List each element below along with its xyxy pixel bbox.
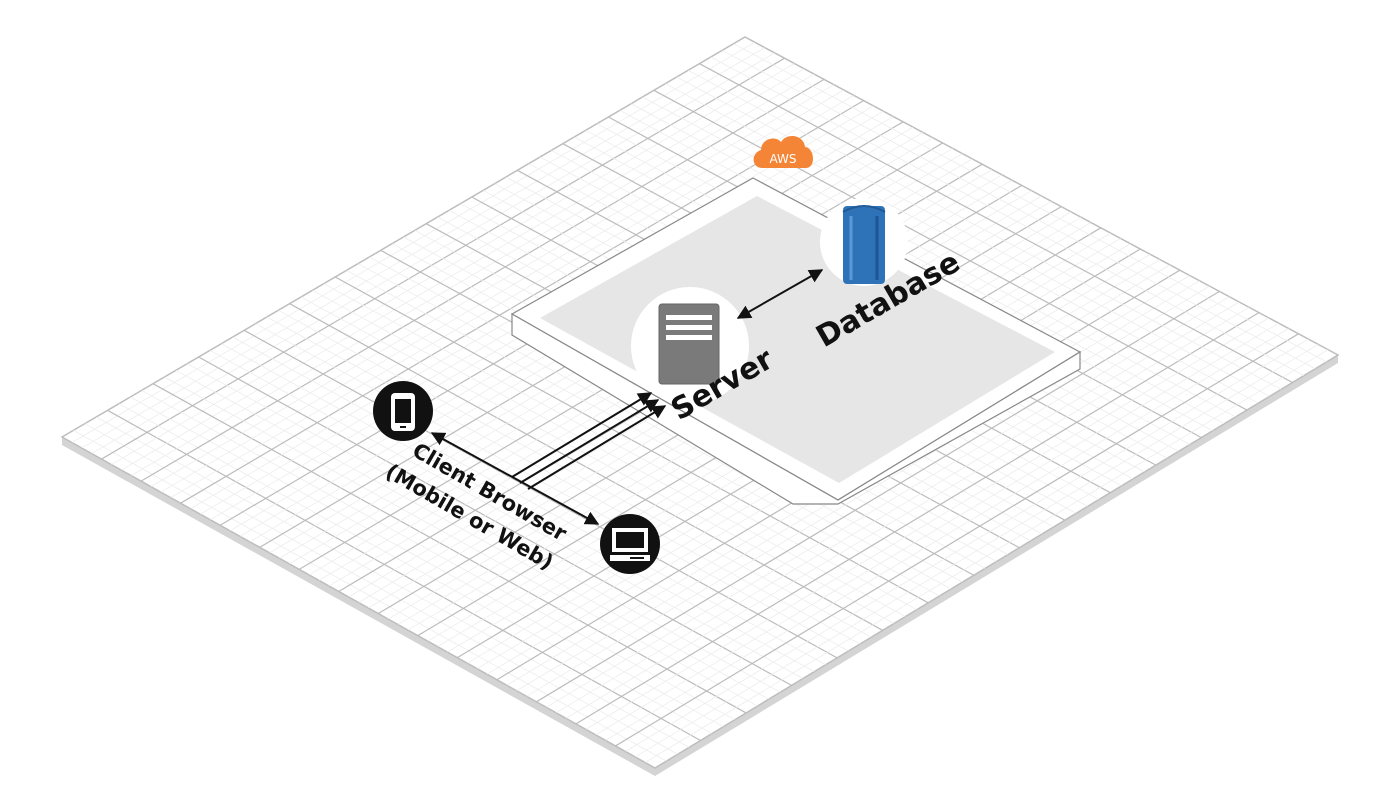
grid-line: [575, 312, 1260, 725]
database-icon: [842, 205, 886, 280]
client-bus-line: [430, 432, 600, 525]
grid-line: [595, 322, 1279, 736]
connections: [430, 269, 824, 525]
grid-line: [653, 89, 1248, 411]
aws-zone: [510, 177, 1082, 505]
grid-line: [687, 69, 1282, 390]
grid-line: [722, 49, 1316, 370]
grid-line: [555, 301, 1240, 714]
grid-line: [733, 43, 1327, 363]
grid-line: [710, 56, 1305, 377]
client-server-arrow-3: [527, 405, 667, 490]
grid-line: [585, 317, 1270, 730]
mobile-phone-icon: [391, 393, 415, 431]
server-icon: [658, 303, 720, 385]
grid-line: [565, 306, 1250, 719]
database-node[interactable]: [820, 198, 908, 286]
grid-line: [644, 349, 1329, 763]
grid-line: [635, 344, 1319, 758]
client-server-arrow-1: [511, 392, 653, 478]
grid-line: [665, 83, 1259, 404]
grid-line: [605, 328, 1289, 741]
grid-line: [676, 76, 1270, 397]
grid-line: [699, 63, 1293, 384]
desktop-computer-icon: [610, 528, 650, 561]
grid-line: [642, 96, 1236, 418]
server-database-arrow: [736, 269, 824, 319]
mobile-node[interactable]: [373, 381, 433, 441]
grid-line: [615, 333, 1299, 747]
aws-label: AWS: [769, 152, 796, 166]
client-server-arrow-2: [519, 399, 660, 484]
aws-cloud-icon: AWS: [753, 135, 814, 168]
server-node[interactable]: [631, 287, 749, 405]
grid-line: [625, 338, 1309, 752]
desktop-node[interactable]: [600, 514, 660, 574]
